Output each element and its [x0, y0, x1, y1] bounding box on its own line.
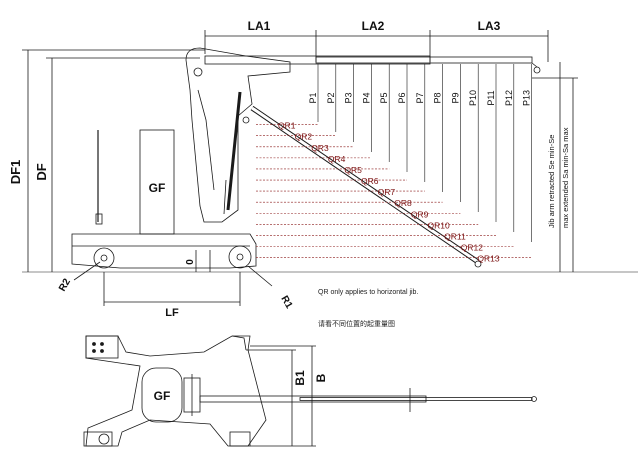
top-rear-plate-upper — [85, 335, 119, 359]
qr-lines — [256, 124, 532, 258]
p-label-12: P12 — [504, 90, 514, 106]
jib-hook-link — [531, 62, 538, 68]
la1-label: LA1 — [248, 19, 271, 33]
jib-note-line-2: max extended Sa min-Sa max — [561, 127, 570, 228]
chassis — [71, 233, 257, 269]
cylinder-rod — [223, 179, 227, 215]
top-front-wing-upper — [231, 335, 247, 351]
qr-label-9: QR9 — [411, 209, 429, 219]
df-label: DF — [34, 163, 49, 180]
rear-wheel — [93, 247, 115, 269]
b1-label: B1 — [293, 370, 307, 386]
r1-label: R1 — [278, 294, 294, 311]
jib-note-line-1: Jib arm retracted Se min-Se — [547, 135, 556, 228]
top-chassis-outline — [85, 335, 267, 447]
p-labels: P1 P2 P3 P4 P5 P6 P7 P8 P9 P10 P11 P12 P13 — [308, 90, 532, 106]
front-wheel-hub — [236, 253, 244, 261]
mast-body — [185, 47, 291, 223]
top-jib-extension — [299, 397, 533, 401]
horizontal-jib-extension — [315, 56, 533, 64]
inclined-jib — [250, 105, 482, 268]
cylinder-pivot — [242, 116, 250, 124]
df1-label: DF1 — [8, 160, 23, 185]
p-lines — [317, 64, 532, 242]
top-jib-inner — [199, 395, 427, 403]
r1-leader — [247, 265, 273, 287]
top-rear-wheel — [98, 433, 110, 445]
b-label: B — [314, 373, 328, 382]
r2-label: R2 — [57, 277, 73, 294]
front-wheel — [228, 245, 252, 269]
p-label-7: P7 — [415, 92, 425, 103]
qr-label-13: QR13 — [477, 254, 499, 264]
side-view — [22, 30, 638, 306]
qr-label-8: QR8 — [394, 198, 412, 208]
p-label-11: P11 — [486, 90, 496, 105]
top-view — [83, 335, 537, 447]
top-view-labels: GF B1 B — [154, 370, 328, 403]
p-label-9: P9 — [450, 92, 460, 103]
p-label-3: P3 — [344, 92, 354, 103]
rear-wheel-hub — [100, 254, 108, 262]
la2-label: LA2 — [362, 19, 385, 33]
qr-label-4: QR4 — [328, 154, 346, 164]
top-counterweight — [141, 367, 183, 423]
top-jib-tip — [531, 396, 537, 402]
qr-note: QR only applies to horizontal jib. — [318, 289, 418, 296]
qr-label-3: QR3 — [311, 143, 329, 153]
lf-label: LF — [165, 307, 179, 319]
p-label-6: P6 — [397, 92, 407, 103]
p-label-13: P13 — [522, 90, 532, 106]
zero-label: 0 — [185, 259, 196, 265]
qr-label-11: QR11 — [444, 231, 466, 241]
mast-inner-line — [197, 89, 215, 191]
p-label-4: P4 — [361, 92, 371, 103]
p-label-8: P8 — [433, 92, 443, 103]
p-label-1: P1 — [308, 92, 318, 103]
rear-post-foot — [95, 213, 103, 225]
chinese-note: 请看不同位置的起重量图 — [318, 319, 395, 328]
qr-label-6: QR6 — [361, 176, 379, 186]
jib-hook-pulley — [533, 66, 541, 74]
side-view-labels: LA1 LA2 LA3 DF1 DF R2 R1 0 LF GF Jib arm… — [8, 19, 570, 328]
top-front-wing-lower — [229, 431, 251, 447]
qr-label-7: QR7 — [378, 187, 396, 197]
top-gf-label: GF — [154, 389, 171, 403]
horizontal-jib-inner — [204, 55, 431, 65]
qr-label-1: QR1 — [278, 121, 296, 131]
qr-label-5: QR5 — [344, 165, 362, 175]
r2-leader — [73, 261, 101, 281]
qr-label-2: QR2 — [295, 132, 313, 142]
la3-label: LA3 — [478, 19, 501, 33]
qr-label-10: QR10 — [428, 220, 450, 230]
p-label-10: P10 — [468, 90, 478, 106]
qr-label-12: QR12 — [461, 242, 483, 252]
p-label-2: P2 — [326, 92, 336, 103]
mast-pivot — [193, 67, 203, 77]
side-gf-label: GF — [149, 181, 166, 195]
hydraulic-cylinder — [226, 91, 242, 211]
top-rear-plate-lower — [83, 431, 113, 447]
p-label-5: P5 — [379, 92, 389, 103]
qr-labels: QR1QR2QR3QR4QR5QR6QR7QR8QR9QR10QR11QR12Q… — [278, 121, 500, 264]
